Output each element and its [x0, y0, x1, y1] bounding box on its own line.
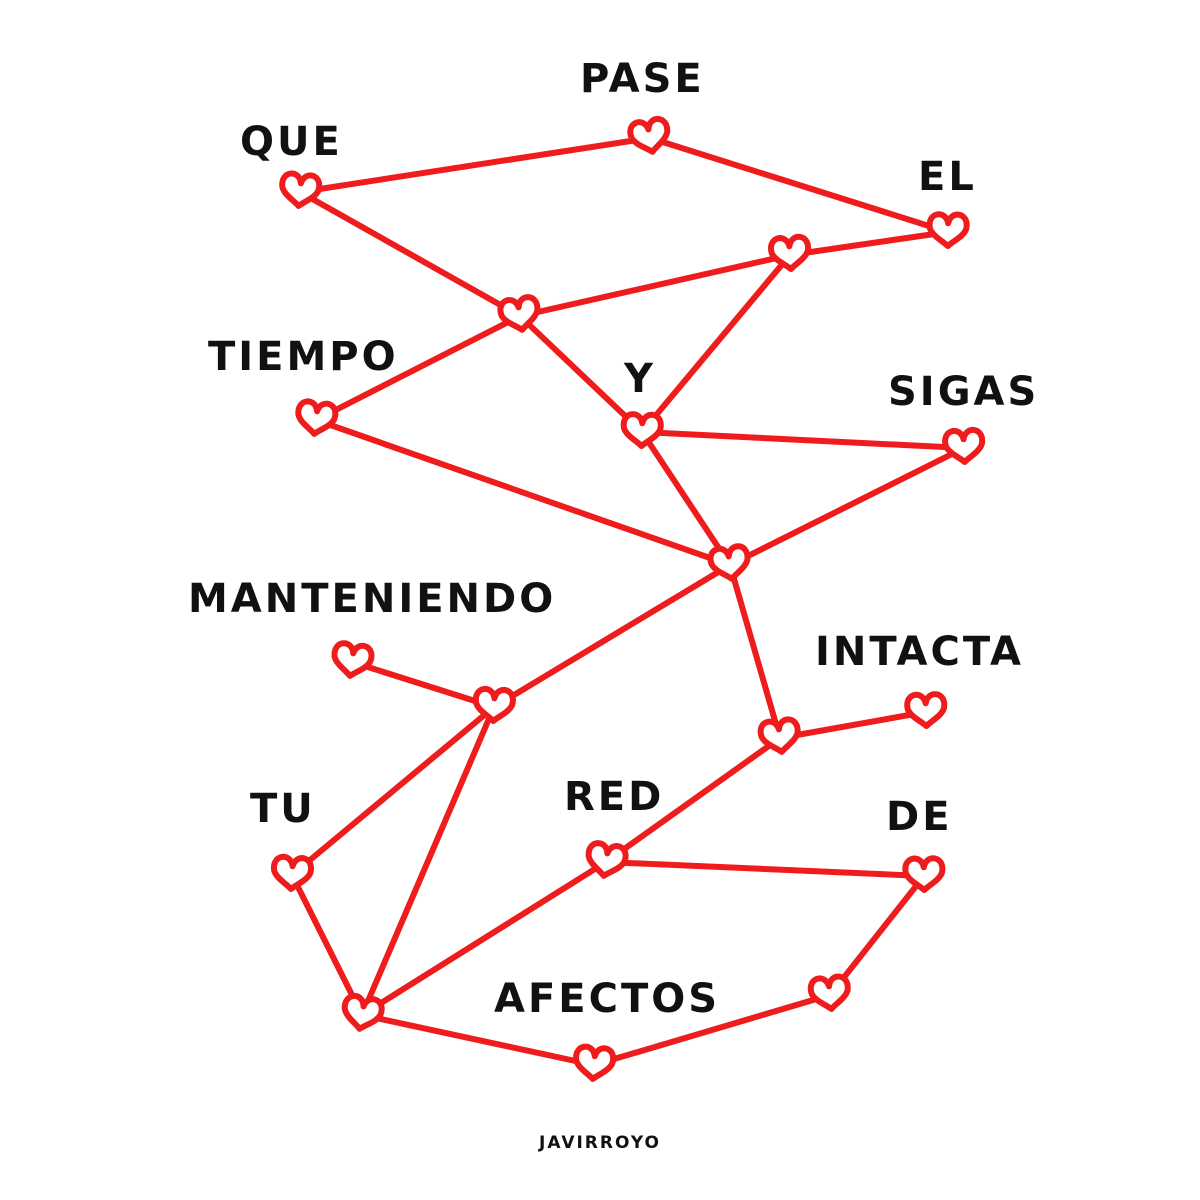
heart-icon [620, 411, 664, 450]
word-de: DE [886, 794, 953, 840]
connection-line-y-center [639, 429, 733, 568]
word-que: QUE [240, 119, 343, 165]
connection-line-hub3-tu [289, 704, 497, 878]
word-tiempo: TIEMPO [208, 334, 399, 380]
connection-line-afectos-right [591, 992, 833, 1068]
connection-line-sigas-center [727, 445, 967, 568]
heart-icon [271, 853, 314, 893]
connection-line-tu-bottom [289, 872, 365, 1018]
heart-icon [627, 115, 671, 155]
connection-line-hub1-tiempo [313, 313, 523, 423]
word-y: Y [623, 356, 656, 402]
connection-line-center-hub4 [727, 562, 783, 741]
artist-signature: JAVIRROYO [538, 1133, 661, 1153]
connection-line-hub1-y [517, 313, 645, 435]
heart-icon [757, 716, 801, 755]
connection-line-hub2-el [787, 229, 951, 258]
network-connections [289, 135, 967, 1068]
connection-line-hub2-y [639, 252, 793, 435]
heart-icon [807, 973, 851, 1012]
connection-line-que-hub1 [297, 189, 523, 319]
word-labels: QUE PASE EL TIEMPO Y SIGAS MANTENIENDO I… [188, 56, 1039, 1022]
connection-line-center-hub3 [491, 562, 733, 710]
heart-icon [904, 691, 948, 730]
word-red: RED [564, 774, 664, 820]
connection-line-bottom-afectos [359, 1012, 597, 1068]
connection-line-manteniendo-hub3 [349, 659, 497, 710]
heart-icon [279, 170, 323, 209]
heart-icon [585, 840, 629, 879]
heart-icon [472, 686, 516, 725]
word-afectos: AFECTOS [494, 976, 720, 1022]
word-tu: TU [250, 786, 316, 832]
connection-line-red-bottom [359, 859, 609, 1018]
connection-line-hub4-intacta [777, 709, 929, 741]
connection-line-y-sigas [639, 429, 967, 451]
word-intacta: INTACTA [815, 629, 1024, 675]
connection-line-pase-que [297, 135, 653, 195]
heart-icon [331, 640, 375, 679]
connection-line-pase-el [647, 135, 951, 235]
heart-icon [902, 855, 946, 894]
network-hearts [271, 115, 986, 1082]
heart-icon [768, 233, 811, 273]
heart-icon [573, 1043, 617, 1082]
heart-icon [341, 992, 385, 1032]
connection-line-red-de [603, 859, 927, 879]
connection-line-hub3-bottom [359, 704, 497, 1018]
connection-line-de-right [827, 873, 927, 998]
heart-icon [497, 294, 541, 333]
heart-icon [942, 427, 986, 466]
word-pase: PASE [580, 56, 705, 102]
connection-line-tiempo-center [313, 417, 733, 568]
connection-line-hub1-hub2 [517, 252, 793, 319]
heart-icon [295, 398, 339, 437]
connection-line-hub4-red [603, 735, 783, 865]
word-sigas: SIGAS [888, 369, 1039, 415]
word-manteniendo: MANTENIENDO [188, 576, 556, 622]
heart-icon [707, 543, 751, 582]
heart-icon [926, 211, 970, 250]
word-el: EL [918, 154, 977, 200]
